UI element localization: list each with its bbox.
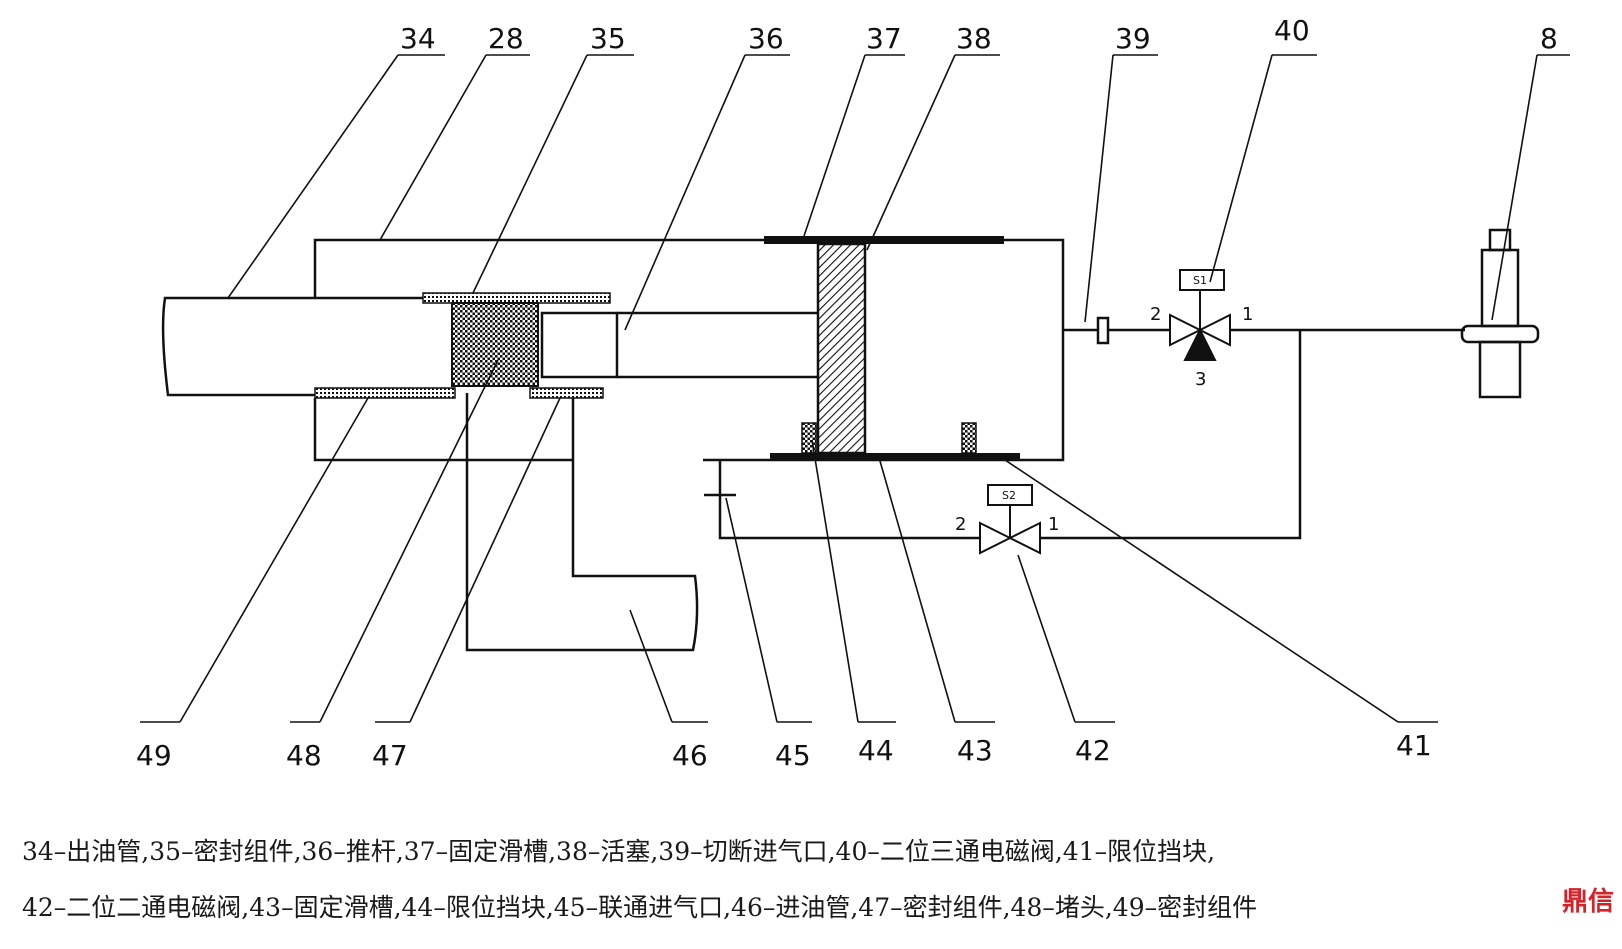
component-8 xyxy=(1478,340,1522,399)
valve-42-coil: S2 xyxy=(1002,489,1016,502)
label-47: 47 xyxy=(372,739,408,772)
label-35: 35 xyxy=(590,22,626,55)
watermark-logo: 鼎信 xyxy=(1492,884,1614,920)
label-43: 43 xyxy=(957,734,993,767)
oil-inlet-pipe xyxy=(465,393,699,652)
seal-assembly-47 xyxy=(529,387,604,399)
label-40: 40 xyxy=(1274,14,1310,47)
valve-40-coil: S1 xyxy=(1193,274,1207,287)
plug-48 xyxy=(451,302,539,387)
pneumatic-valve-diagram: 34 28 35 36 37 38 39 40 8 49 48 47 46 45… xyxy=(136,14,1570,772)
seal-assembly-35 xyxy=(422,292,611,304)
label-39: 39 xyxy=(1115,22,1151,55)
label-8: 8 xyxy=(1540,22,1558,55)
limit-block-41 xyxy=(961,422,977,454)
label-42: 42 xyxy=(1075,734,1111,767)
label-36: 36 xyxy=(748,22,784,55)
caption-line-1: 34–出油管,35–密封组件,36–推杆,37–固定滑槽,38–活塞,39–切断… xyxy=(22,837,1216,866)
label-45: 45 xyxy=(775,739,811,772)
label-44: 44 xyxy=(858,734,894,767)
label-48: 48 xyxy=(286,739,322,772)
label-28: 28 xyxy=(488,22,524,55)
label-37: 37 xyxy=(866,22,902,55)
caption-line-2: 42–二位二通电磁阀,43–固定滑槽,44–限位挡块,45–联通进气口,46–进… xyxy=(22,893,1258,922)
valve-42-port-1: 1 xyxy=(1048,514,1059,535)
oil-outlet-pipe xyxy=(161,296,450,397)
piston-38 xyxy=(816,242,867,455)
valve-40-port-3: 3 xyxy=(1195,369,1206,390)
seal-assembly-49 xyxy=(314,387,456,399)
label-34: 34 xyxy=(400,22,436,55)
cylinder-body xyxy=(313,238,1065,462)
valve-42-port-2: 2 xyxy=(955,514,966,535)
valve-40-port-2: 2 xyxy=(1150,304,1161,325)
fixed-slide-rail-37 xyxy=(764,236,1004,244)
push-rod xyxy=(540,311,619,379)
valve-40-port-1: 1 xyxy=(1242,304,1253,325)
three-way-solenoid-valve-40 xyxy=(1169,269,1231,361)
two-way-solenoid-valve-42 xyxy=(979,484,1041,555)
label-46: 46 xyxy=(672,739,708,772)
fixed-slide-rail-43 xyxy=(770,453,1020,461)
label-41: 41 xyxy=(1396,729,1432,762)
label-38: 38 xyxy=(956,22,992,55)
label-49: 49 xyxy=(136,739,172,772)
